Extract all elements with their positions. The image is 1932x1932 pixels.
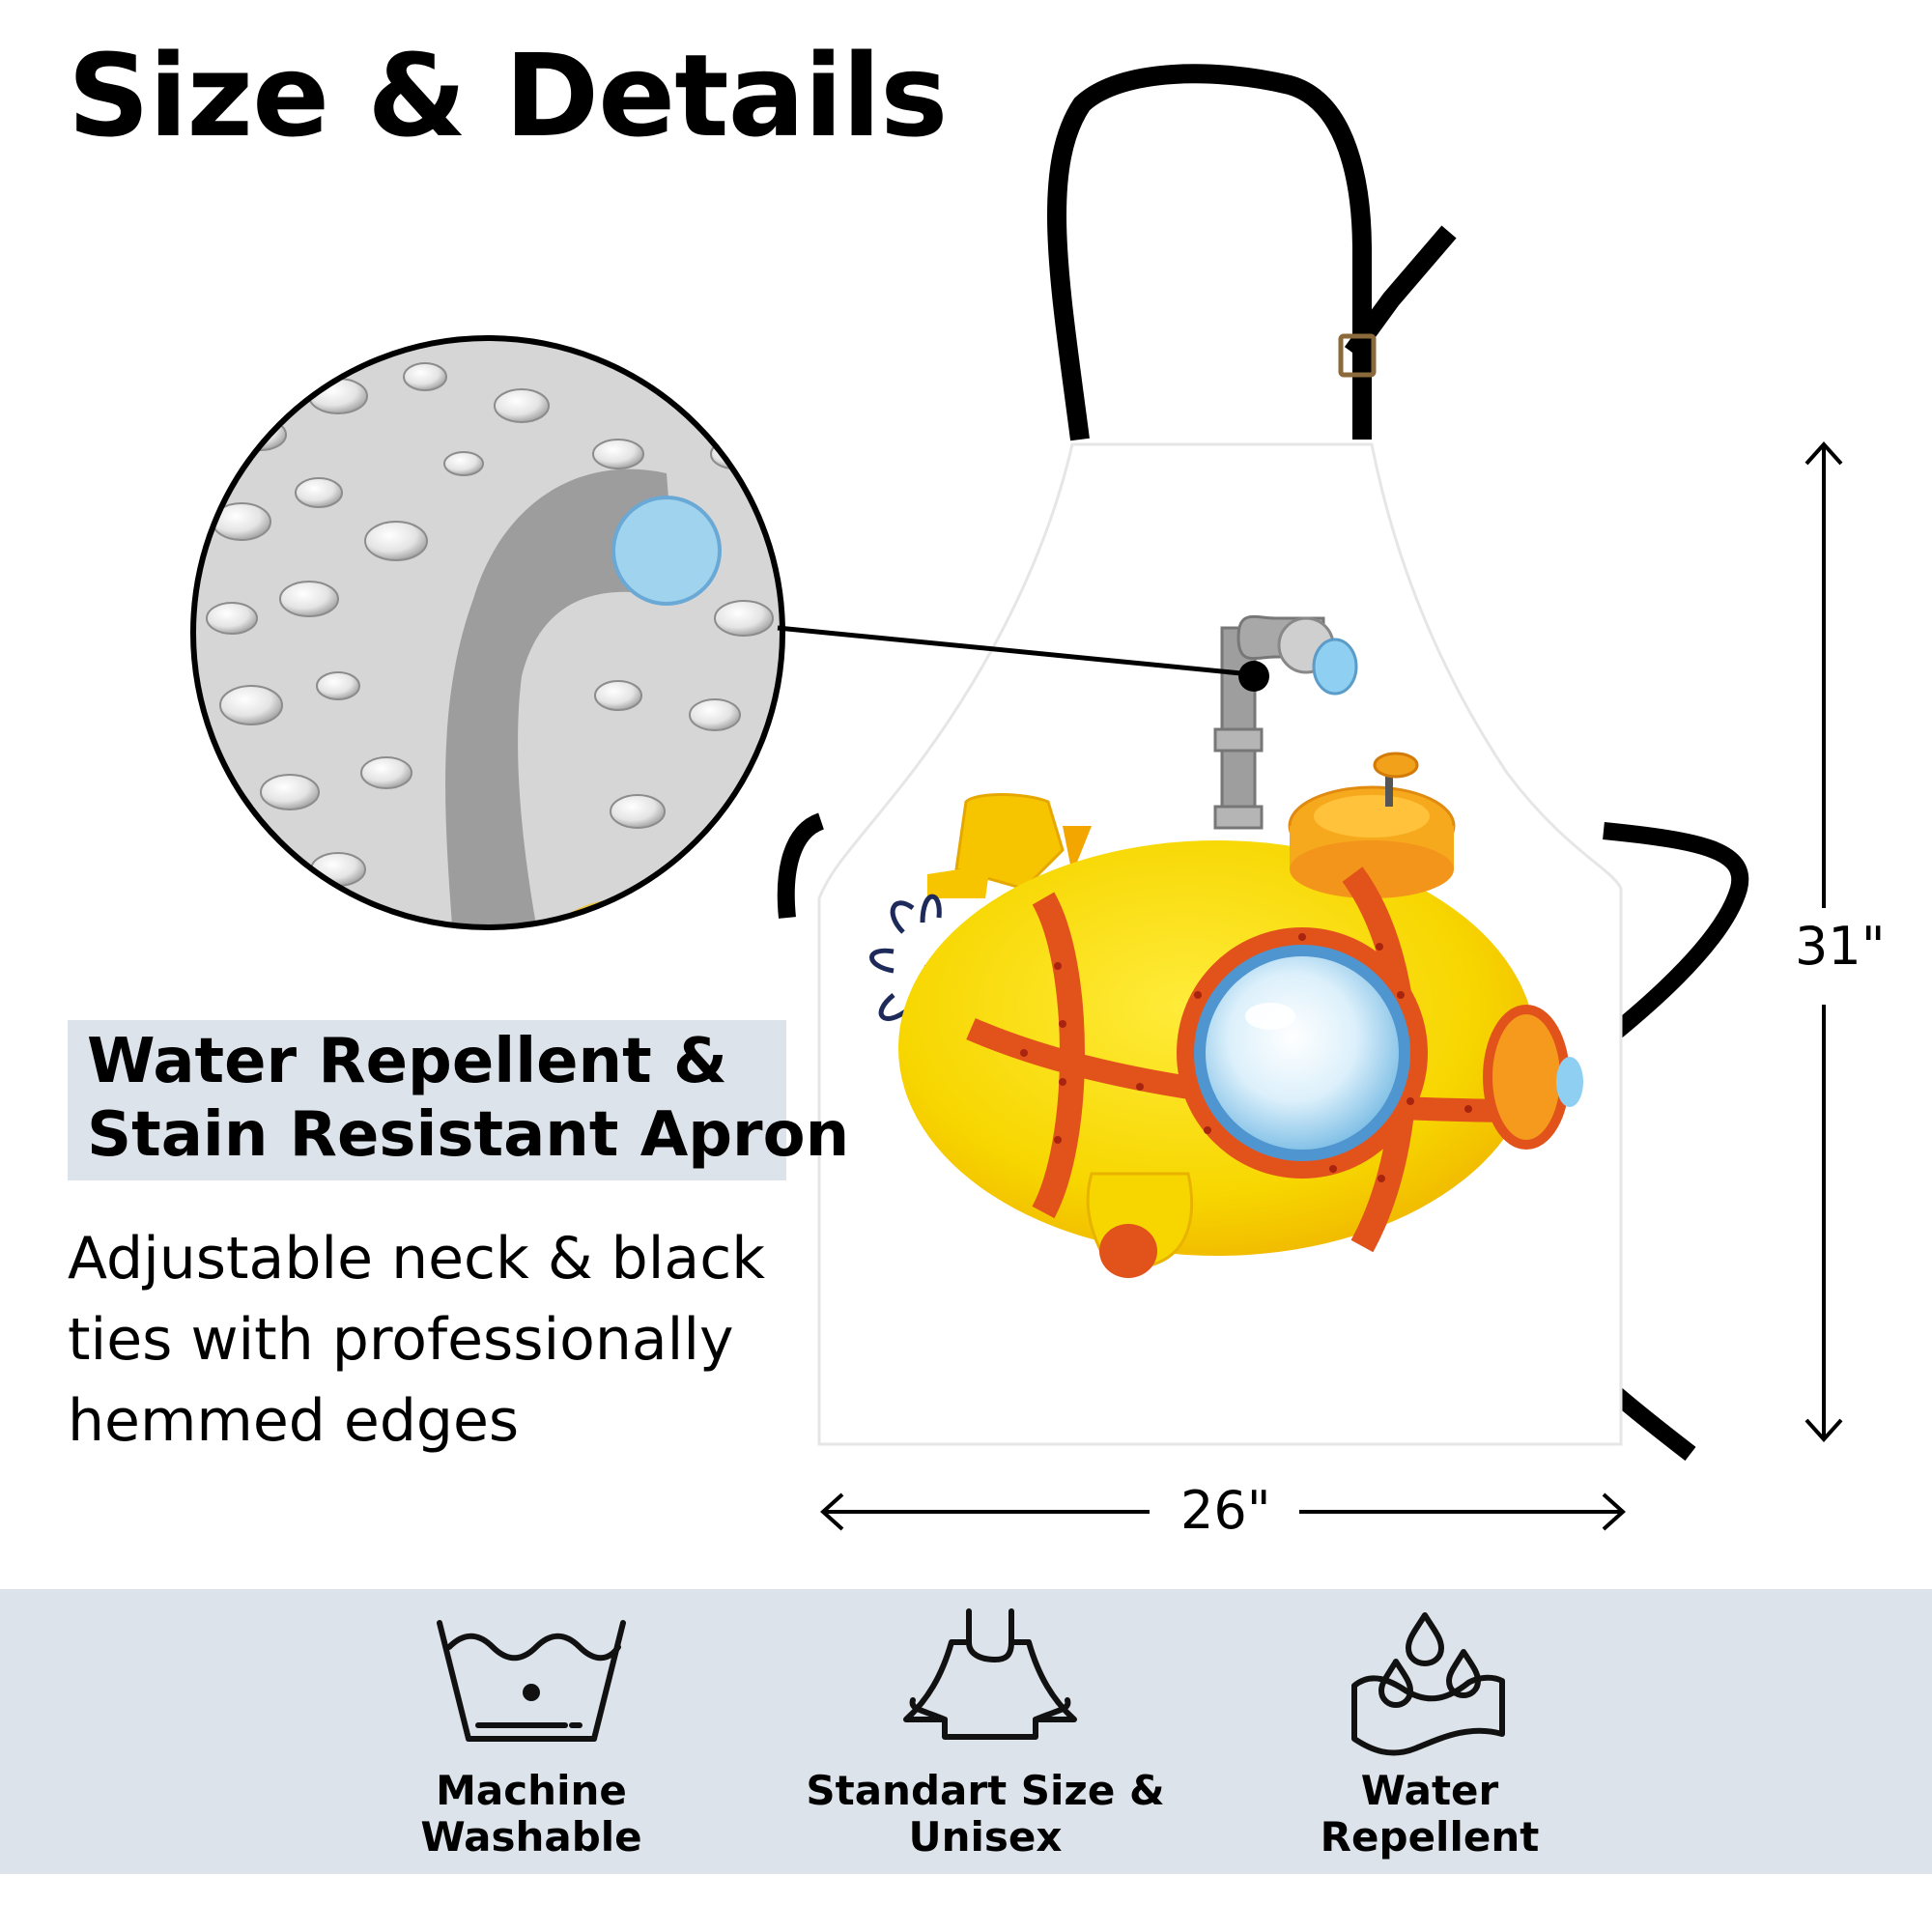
width-dimension-arrow	[820, 1492, 1626, 1531]
badge-label-line-2: Repellent	[1320, 1813, 1540, 1861]
badge-label-line-2: Unisex	[908, 1813, 1063, 1861]
water-drops-icon	[1351, 1612, 1505, 1756]
machine-wash-icon	[437, 1620, 626, 1742]
badge-label-line-1: Standart Size &	[806, 1767, 1165, 1814]
badge-label-line-2: Washable	[420, 1813, 642, 1861]
description-line-2: ties with professionally	[68, 1306, 734, 1374]
badge-water-repellent: Water Repellent	[1285, 1768, 1575, 1861]
height-dimension-arrow	[1804, 441, 1843, 1442]
feature-headline: Water Repellent & Stain Resistant Apron	[68, 1020, 849, 1180]
page-title: Size & Details	[68, 29, 948, 162]
width-label: 26"	[1180, 1480, 1271, 1541]
badge-label-line-1: Water	[1360, 1767, 1499, 1814]
strap-buckle	[1338, 333, 1377, 378]
apron-icon	[903, 1608, 1077, 1740]
neck-strap	[1047, 64, 1457, 441]
badge-machine-washable: Machine Washable	[386, 1768, 676, 1861]
feature-line-1: Water Repellent &	[87, 1026, 727, 1097]
submarine-graphic	[869, 614, 1583, 1278]
badge-label-line-1: Machine	[436, 1767, 627, 1814]
feature-line-2: Stain Resistant Apron	[87, 1099, 850, 1171]
badge-standard-size: Standart Size & Unisex	[792, 1768, 1179, 1861]
description-line-1: Adjustable neck & black	[68, 1225, 765, 1293]
height-label: 31"	[1795, 916, 1886, 977]
description-line-3: hemmed edges	[68, 1387, 520, 1455]
